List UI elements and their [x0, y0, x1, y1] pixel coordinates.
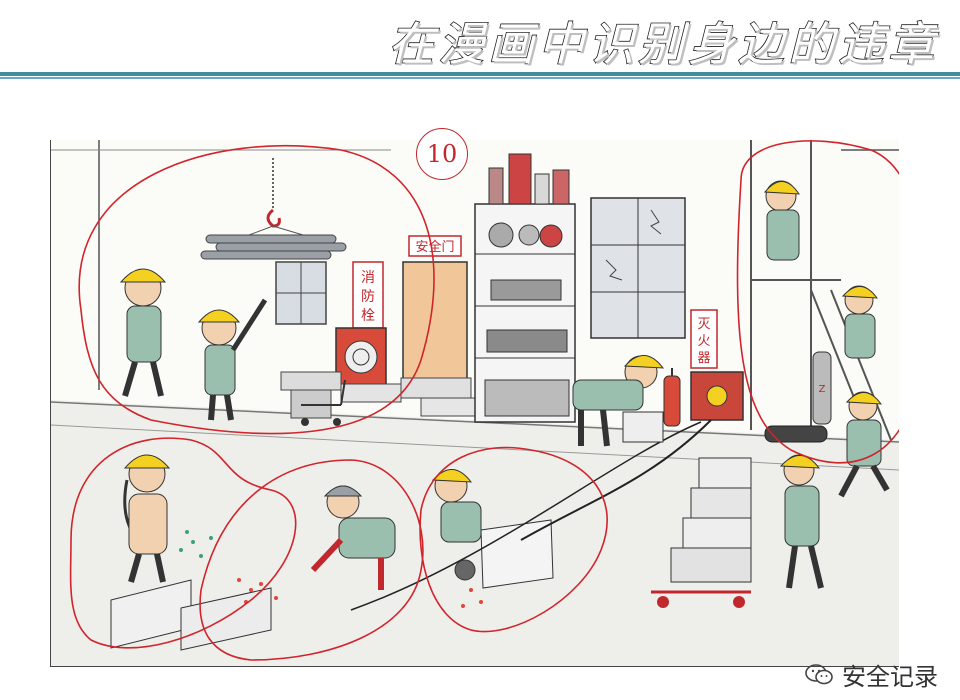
- wechat-icon: [804, 662, 834, 688]
- fire-extinguisher: [663, 368, 681, 427]
- extinguisher-sign-char-3: 器: [697, 351, 710, 366]
- safety-exit-sign: 安全门: [415, 239, 454, 255]
- welding-sparks: [237, 578, 483, 608]
- violation-circles: [69, 140, 899, 661]
- trolley-blocks: [651, 457, 752, 608]
- storage-shelf: [474, 153, 576, 423]
- worker-on-ladder: [841, 285, 879, 359]
- hand-cart: [301, 379, 346, 426]
- curb-line-lower: [51, 424, 899, 471]
- title-rule-teal: [0, 72, 960, 76]
- hydrant-sign-char-3: 栓: [361, 308, 375, 324]
- safety-exit-door: 安全门: [402, 235, 468, 391]
- safety-cartoon-illustration: 消 防 栓 安全门: [51, 140, 899, 666]
- violation-circle-scaffold: [736, 140, 899, 464]
- title-rule-blue: [0, 77, 960, 79]
- extinguisher-sign-char-1: 灭: [697, 317, 710, 332]
- worker-pushing-trolley: [779, 454, 824, 589]
- hydrant-cabinet: [335, 327, 387, 387]
- crane-hook-load: [200, 158, 347, 260]
- welding-cable: [520, 419, 712, 541]
- violation-circle-welding: [199, 459, 424, 661]
- violation-circle-cutting: [69, 437, 297, 649]
- worker-carrying-box: [572, 355, 665, 447]
- welding-machine: [690, 371, 744, 421]
- watermark-text: 安全记录: [842, 663, 938, 691]
- worker-pointing-up: [197, 298, 268, 421]
- extinguisher-sign: 灭 火 器: [690, 309, 718, 369]
- worker-on-scaffold-top: [763, 180, 800, 261]
- cylinder-label: Z: [819, 384, 826, 395]
- slide-title: 在漫画中识别身边的违章: [387, 16, 938, 72]
- worker-walking-left: [119, 268, 167, 397]
- violation-circle-grinding: [419, 446, 608, 633]
- panel-number-badge: 10: [416, 128, 468, 180]
- broken-window: [590, 197, 686, 339]
- cartoon-frame: 消 防 栓 安全门: [50, 140, 899, 667]
- woman-cutting-without-protection: [123, 454, 171, 583]
- hydrant-sign: 消 防 栓: [352, 261, 384, 329]
- cutting-sparks-green: [179, 530, 213, 558]
- hydrant-sign-char-1: 消: [361, 270, 375, 286]
- welder-without-mask: [310, 485, 396, 590]
- window-left: [275, 261, 327, 325]
- violation-circle-crane: [78, 144, 435, 435]
- blocking-bricks: [280, 371, 492, 419]
- steel-plates: [110, 519, 554, 651]
- hydrant-sign-char-2: 防: [361, 289, 375, 305]
- wechat-watermark: 安全记录: [804, 657, 938, 692]
- gas-cylinders: Z: [764, 351, 832, 443]
- extinguisher-sign-char-2: 火: [697, 334, 710, 349]
